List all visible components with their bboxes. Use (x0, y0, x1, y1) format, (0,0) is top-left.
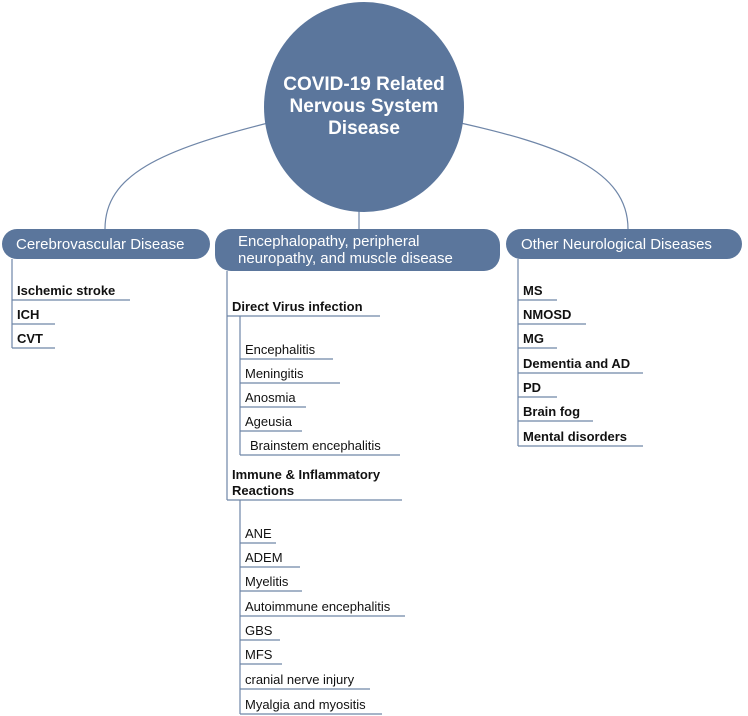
list-item: Meningitis (245, 366, 304, 381)
root-node-circle: COVID-19 Related Nervous System Disease (264, 2, 464, 212)
list-item: MG (523, 331, 544, 346)
root-title-line-1: COVID-19 Related (283, 74, 445, 95)
list-item: MFS (245, 647, 273, 662)
connector-root-other (455, 121, 629, 230)
group-immune-label-line-2: Reactions (232, 483, 295, 498)
list-item: Myelitis (245, 574, 289, 589)
category-encephalopathy-label-line-2: neuropathy, and muscle disease (238, 250, 453, 267)
category-encephalopathy: Encephalopathy, peripheral neuropathy, a… (215, 229, 500, 271)
list-item: Mental disorders (523, 429, 628, 444)
list-item: ADEM (245, 550, 283, 565)
group-immune-label-line-1: Immune & Inflammatory (232, 467, 381, 482)
list-item: Autoimmune encephalitis (245, 599, 391, 614)
list-item: Ageusia (245, 414, 292, 429)
connector-root-cerebrovascular (104, 121, 273, 230)
category-cerebrovascular-label: Cerebrovascular Disease (16, 235, 185, 253)
list-item: ICH (17, 307, 40, 322)
list-item: Myalgia and myositis (245, 697, 366, 712)
root-title-line-2: Nervous System (289, 96, 439, 117)
list-item: NMOSD (523, 307, 572, 322)
list-item: Encephalitis (245, 342, 316, 357)
list-item: ANE (245, 526, 272, 541)
list-item: cranial nerve injury (245, 672, 355, 687)
category-cerebrovascular: Cerebrovascular Disease (2, 229, 210, 259)
list-item: PD (523, 380, 542, 395)
category-other-neurological: Other Neurological Diseases (506, 229, 742, 259)
list-item: Brainstem encephalitis (250, 438, 381, 453)
list-item: Ischemic stroke (17, 283, 116, 298)
category-other-label: Other Neurological Diseases (521, 235, 712, 253)
list-item: GBS (245, 623, 273, 638)
list-item: MS (523, 283, 543, 298)
list-item: CVT (17, 331, 43, 346)
list-item: Dementia and AD (523, 356, 631, 371)
list-item: Anosmia (245, 390, 296, 405)
list-item: Brain fog (523, 404, 581, 419)
category-encephalopathy-label-line-1: Encephalopathy, peripheral (238, 233, 420, 250)
group-direct-virus-label: Direct Virus infection (232, 299, 363, 314)
root-title-line-3: Disease (328, 118, 400, 139)
